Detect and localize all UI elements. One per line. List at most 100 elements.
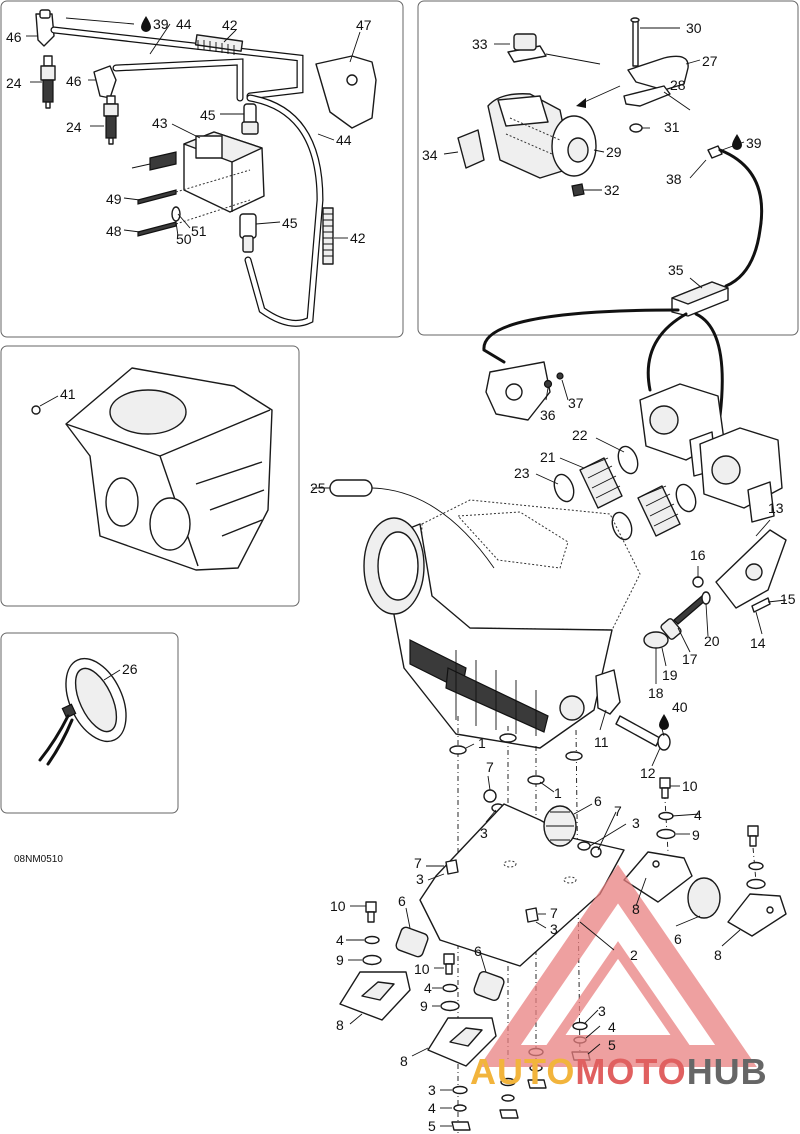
washer-icon <box>577 841 591 851</box>
callout-32: 32 <box>604 182 620 198</box>
callout-6: 6 <box>474 943 482 959</box>
callout-12: 12 <box>640 765 656 781</box>
rubber-mount-icon <box>473 970 505 1002</box>
engine-cover-group <box>31 367 273 571</box>
washer-icon <box>452 1085 468 1095</box>
washer-icon <box>362 954 382 966</box>
callout-19: 19 <box>662 667 678 683</box>
wire-boot-icon <box>239 213 257 253</box>
spring-icon <box>194 34 244 55</box>
washer-icon <box>364 935 380 945</box>
callout-28: 28 <box>670 77 686 93</box>
rubber-adaptor-icon <box>579 457 623 509</box>
washer-icon <box>442 983 458 993</box>
oil-drop-icon <box>659 714 669 730</box>
watermark-text-hub: HUB <box>687 1051 768 1092</box>
callout-6: 6 <box>674 931 682 947</box>
spark-plug-icon <box>40 55 56 109</box>
callout-9: 9 <box>692 827 700 843</box>
connector-icon <box>671 281 729 317</box>
rubber-mount-icon <box>543 805 577 847</box>
callout-1: 1 <box>478 735 486 751</box>
callout-4: 4 <box>694 807 702 823</box>
ignition-coil-icon <box>131 131 265 213</box>
callout-5: 5 <box>608 1037 616 1053</box>
callout-48: 48 <box>106 223 122 239</box>
callout-7: 7 <box>614 803 622 819</box>
callout-3: 3 <box>632 815 640 831</box>
rubber-adaptor-icon <box>637 485 681 537</box>
callout-1: 1 <box>554 785 562 801</box>
callout-41: 41 <box>60 386 76 402</box>
callout-25: 25 <box>310 480 326 496</box>
callout-46: 46 <box>66 73 82 89</box>
washer-icon <box>748 861 764 871</box>
callout-38: 38 <box>666 171 682 187</box>
callout-4: 4 <box>608 1019 616 1035</box>
washer-icon <box>499 733 517 743</box>
callout-44: 44 <box>336 132 352 148</box>
callout-14: 14 <box>750 635 766 651</box>
mount-bracket-icon <box>623 851 693 903</box>
carburetor-icon <box>699 427 783 523</box>
engine-group <box>329 361 787 751</box>
watermark-triangle-icon <box>479 864 757 1067</box>
clamp-group <box>38 657 127 766</box>
watermark-text-auto: AUTO <box>470 1051 575 1092</box>
callout-17: 17 <box>682 651 698 667</box>
panel-oil-pump <box>417 0 799 336</box>
bolt-icon <box>615 715 671 751</box>
callout-6: 6 <box>398 893 406 909</box>
callout-31: 31 <box>664 119 680 135</box>
callout-37: 37 <box>568 395 584 411</box>
bolt-icon <box>365 901 377 923</box>
callout-29: 29 <box>606 144 622 160</box>
callout-42: 42 <box>350 230 366 246</box>
nut-icon <box>525 907 539 923</box>
nut-icon <box>483 789 497 803</box>
callout-44: 44 <box>176 16 192 32</box>
oil-drop-icon <box>141 16 151 32</box>
spark-plug-cap-icon <box>93 65 117 99</box>
nut-icon <box>527 1079 547 1089</box>
washer-icon <box>453 1104 467 1112</box>
washer-icon <box>746 878 766 890</box>
spark-plug-icon <box>103 95 119 145</box>
callout-9: 9 <box>420 998 428 1014</box>
cover-icon <box>457 129 485 169</box>
callout-50: 50 <box>176 231 192 247</box>
nut-icon <box>499 1109 519 1119</box>
oil-drop-icon <box>732 134 742 150</box>
clamp-icon <box>675 483 697 513</box>
callout-39: 39 <box>153 16 169 32</box>
callout-8: 8 <box>400 1053 408 1069</box>
oil-pump-group <box>457 17 764 418</box>
screw-icon <box>673 595 707 625</box>
engine-block-icon <box>379 523 613 749</box>
bolt-icon <box>443 953 455 975</box>
rubber-mount-icon <box>395 926 429 958</box>
fitting-icon <box>707 145 723 159</box>
mount-bracket-icon <box>339 971 411 1021</box>
callout-20: 20 <box>704 633 720 649</box>
callout-2: 2 <box>630 947 638 963</box>
pin-icon <box>630 17 640 67</box>
engine-mount-group <box>339 716 787 1134</box>
clamp-icon <box>611 511 633 541</box>
callout-36: 36 <box>540 407 556 423</box>
callout-21: 21 <box>540 449 556 465</box>
callout-35: 35 <box>668 262 684 278</box>
cap-icon <box>643 631 669 649</box>
bolt-icon <box>747 825 759 847</box>
callout-30: 30 <box>686 20 702 36</box>
callout-46: 46 <box>6 29 22 45</box>
washer-icon <box>449 745 467 755</box>
bracket-icon <box>315 55 377 129</box>
spring-icon <box>322 207 334 265</box>
callout-39: 39 <box>746 135 762 151</box>
callout-40: 40 <box>672 699 688 715</box>
callout-6: 6 <box>594 793 602 809</box>
callout-3: 3 <box>416 871 424 887</box>
mount-bracket-icon <box>727 893 787 937</box>
screw-icon <box>751 597 771 613</box>
